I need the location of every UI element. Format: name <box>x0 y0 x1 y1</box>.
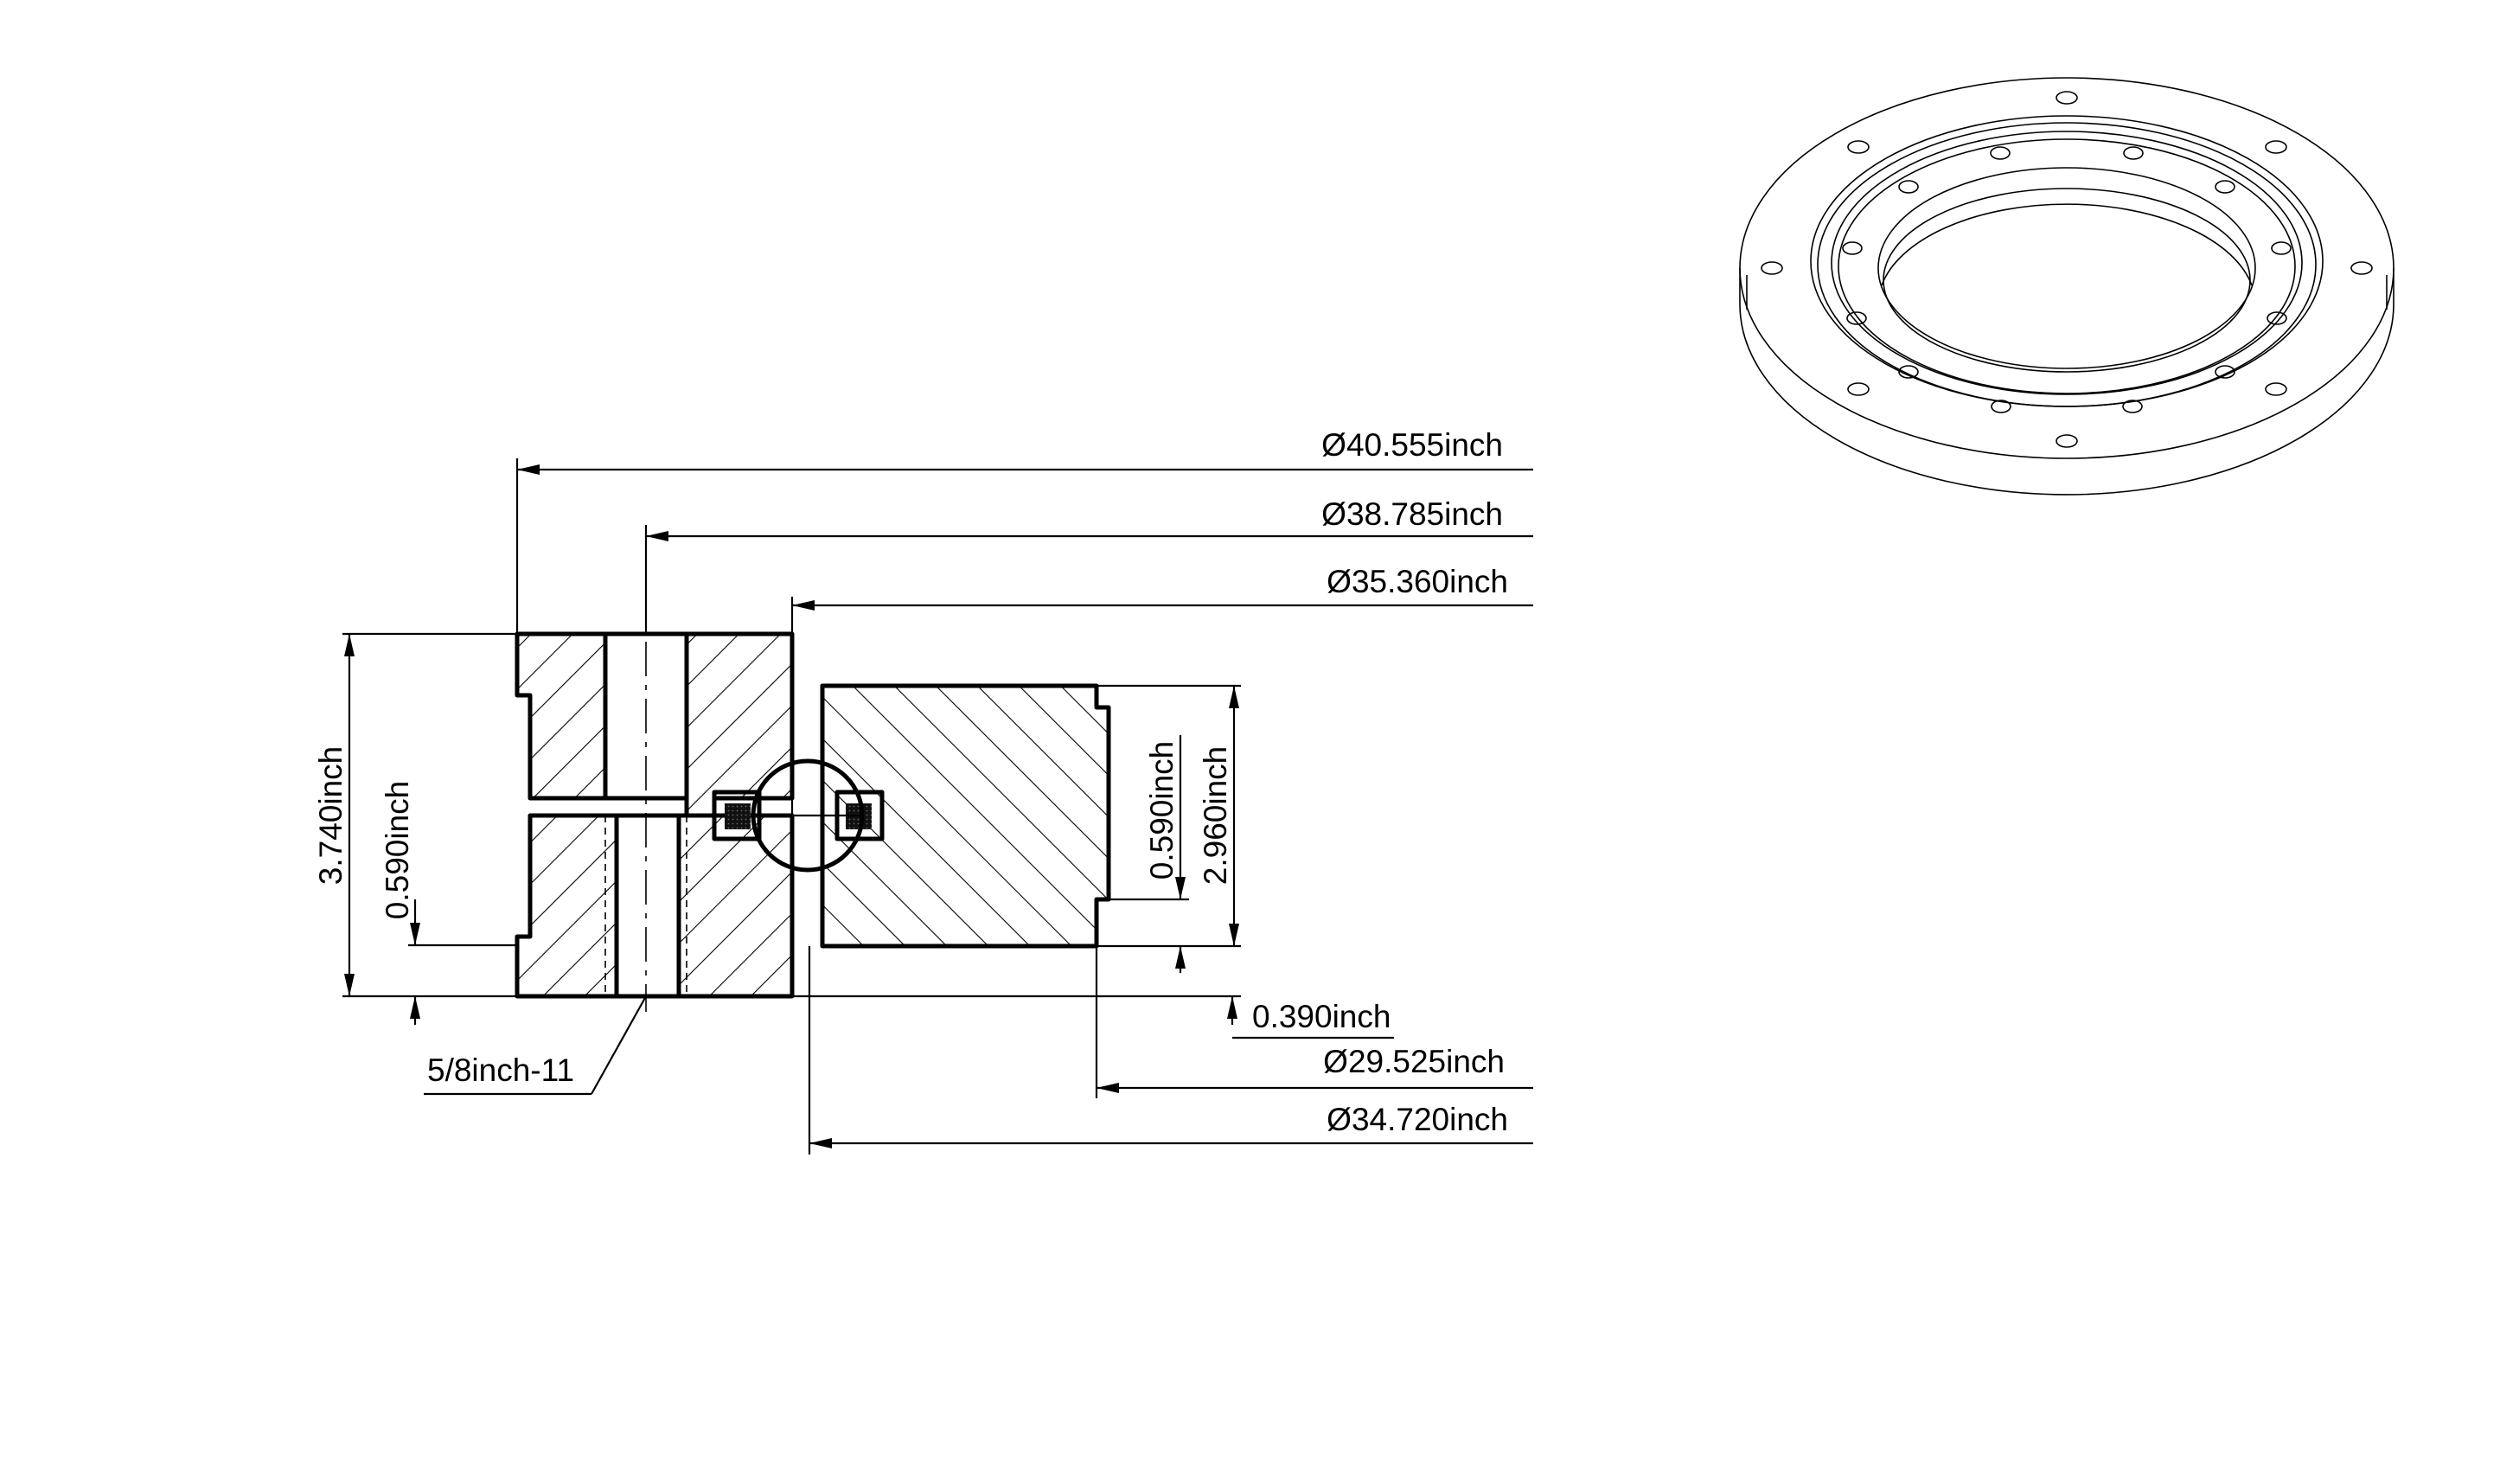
dimension-lines <box>342 458 1533 1155</box>
isometric-bearing-view <box>1739 77 2395 496</box>
dim-inner-ring-od: Ø34.720inch <box>1327 1102 1508 1137</box>
dim-outer-ring-id: Ø35.360inch <box>1327 564 1508 599</box>
dim-thread: 5/8inch-11 <box>427 1052 574 1088</box>
dim-od-outer: Ø40.555inch <box>1321 427 1503 463</box>
dim-inner-height: 2.960inch <box>1198 746 1233 885</box>
outer-ring-lower <box>515 813 795 999</box>
dim-inner-step: 0.590inch <box>1144 741 1180 880</box>
inner-bolt-holes <box>1842 146 2292 413</box>
dimension-labels: Ø40.555inch Ø38.785inch Ø35.360inch Ø29.… <box>313 427 1508 1137</box>
dim-bore: Ø29.525inch <box>1323 1044 1505 1079</box>
outer-ring-upper <box>515 631 795 818</box>
dim-outer-step: 0.590inch <box>380 781 415 919</box>
outer-bolt-holes <box>1761 91 2373 448</box>
dim-offset: 0.390inch <box>1252 999 1391 1034</box>
dim-total-height: 3.740inch <box>313 746 348 885</box>
dim-bolt-circle: Ø38.785inch <box>1321 496 1503 532</box>
cross-section <box>515 528 1111 1012</box>
